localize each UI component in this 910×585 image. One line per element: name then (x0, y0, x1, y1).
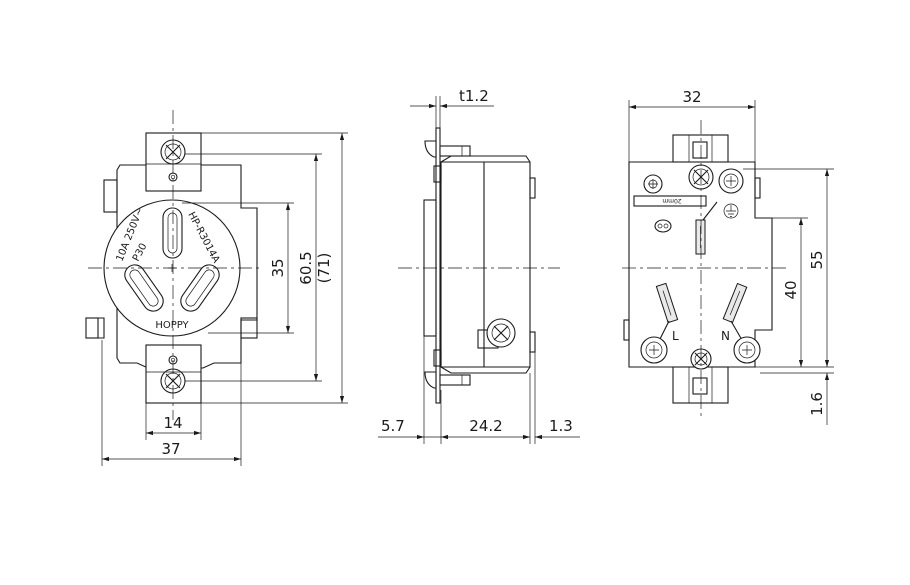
front-left-tab-upper (103, 179, 118, 213)
rear-bottom-tab (672, 366, 729, 404)
front-right-slot (180, 264, 220, 312)
rear-view: 20mm (622, 88, 834, 425)
rear-left-bump (623, 319, 630, 341)
rear-neutral-blade (722, 282, 748, 324)
front-left-tab-lower (85, 317, 99, 339)
dim-text-40: 40 (782, 280, 800, 299)
front-marking-brand: HOPPY (155, 320, 189, 331)
side-bottom-rivet (433, 349, 442, 367)
rear-strip-gauge (633, 195, 707, 207)
front-body-outline (116, 164, 258, 369)
side-body-bottom-bevel (440, 366, 531, 374)
dim-text-24-2: 24.2 (469, 417, 502, 435)
rear-line-blade (655, 282, 679, 324)
side-mounting-plate (435, 127, 441, 404)
rear-neutral-terminal-cross (742, 345, 752, 355)
dim-text-35: 35 (269, 258, 287, 277)
rear-cert-mark-icon (654, 219, 672, 233)
dim-text-t1-2: t1.2 (459, 87, 489, 105)
dim-text-37: 37 (161, 440, 180, 458)
side-terminal-screw-cross (493, 325, 509, 341)
front-view: 10A 250V~ P30 HP-R3014A HOPPY 35 60.5 (7… (85, 110, 348, 466)
rear-small-screw (643, 174, 663, 194)
rear-line-terminal-inner (645, 341, 663, 359)
front-left-slot (124, 264, 164, 312)
rear-small-screw-cross (648, 179, 658, 189)
side-terminal-screw-inner (491, 323, 511, 343)
dim-text-14: 14 (163, 414, 182, 432)
side-body-outline (440, 161, 531, 368)
rear-earth-symbol-ring (723, 203, 739, 219)
rear-label-l: L (672, 329, 679, 343)
rear-neutral-wire (730, 320, 743, 341)
rear-earth-wire (702, 201, 718, 221)
side-body-top-bevel (440, 155, 531, 163)
dim-text-55: 55 (808, 250, 826, 269)
rear-neutral-terminal-inner (738, 341, 756, 359)
rear-cert-mark-dot-right (663, 223, 669, 229)
dim-text-71: (71) (315, 253, 333, 284)
rear-strip-gauge-label: 20mm (662, 197, 681, 204)
dim-text-32: 32 (682, 88, 701, 106)
front-earth-slot-inner (167, 212, 178, 254)
rear-right-bump (754, 177, 761, 199)
dim-text-1-3: 1.3 (549, 417, 573, 435)
front-earth-slot (162, 207, 183, 259)
side-rear-bump-lower (529, 331, 536, 353)
rear-earth-symbol-icon (726, 205, 736, 217)
rear-top-tab-window (692, 141, 708, 159)
side-top-screw-shank (439, 145, 471, 157)
side-bottom-screw-shank (439, 374, 471, 386)
side-top-screw-head (424, 140, 437, 158)
front-right-bump (240, 317, 258, 339)
front-top-plate (145, 132, 202, 192)
dim-text-60-5: 60.5 (297, 251, 315, 284)
rear-earth-screw-inner (692, 168, 710, 186)
side-view: t1.2 5.7 24.2 1.3 (378, 87, 580, 444)
dim-text-5-7: 5.7 (381, 417, 405, 435)
rear-earth-terminal-inner (723, 173, 739, 189)
side-top-rivet (433, 165, 442, 183)
rear-bottom-tab-window (692, 377, 708, 395)
rear-label-n: N (721, 329, 730, 343)
rear-top-tab (672, 134, 729, 163)
rear-line-terminal-cross (649, 345, 659, 355)
front-bottom-plate (145, 344, 202, 404)
front-left-tab-link (98, 317, 105, 339)
rear-line-wire (659, 320, 670, 340)
rear-cert-mark-dot-left (657, 223, 663, 229)
rear-earth-terminal-cross (726, 176, 736, 186)
side-bottom-screw-head (424, 371, 437, 389)
side-rear-bump-upper (529, 177, 536, 199)
front-top-screw-cross (165, 144, 181, 160)
dim-text-1-6: 1.6 (808, 392, 826, 416)
